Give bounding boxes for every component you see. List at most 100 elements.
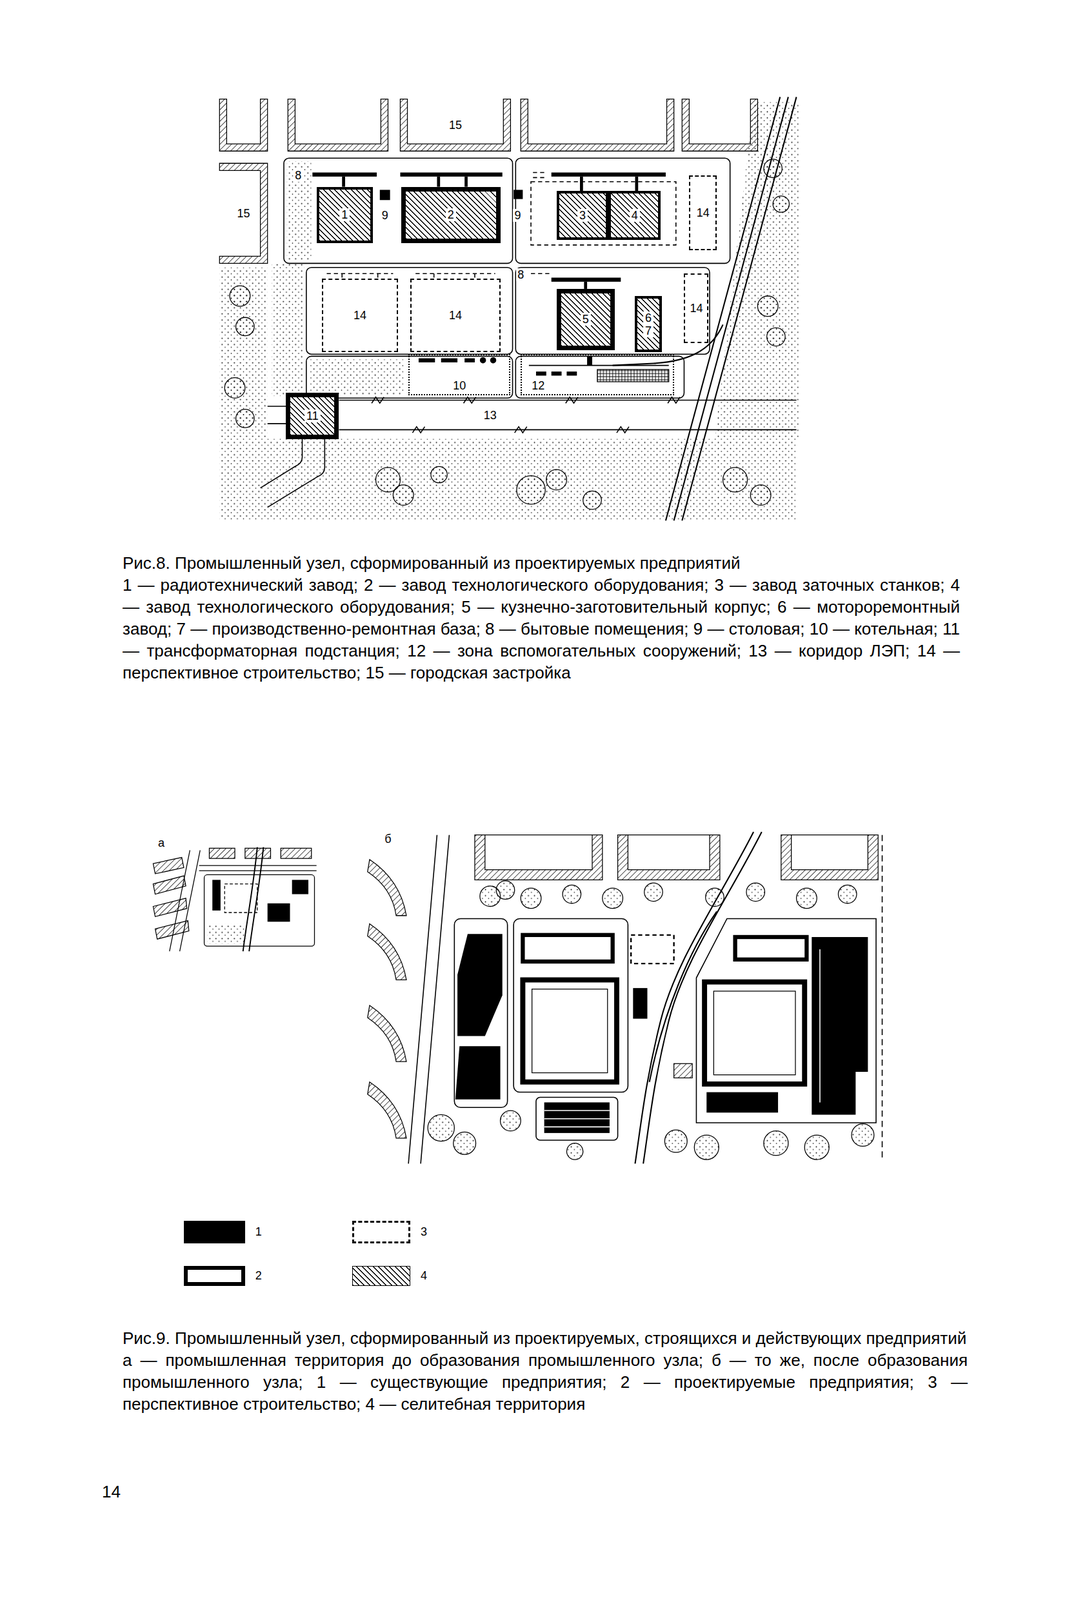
city-block bbox=[219, 99, 758, 264]
callout-number: 3 bbox=[577, 209, 588, 222]
city-block bbox=[399, 99, 511, 152]
plant-building: 4 bbox=[608, 190, 661, 240]
existing-enterprise bbox=[544, 1102, 610, 1133]
site-plan-before bbox=[280, 848, 311, 859]
street-block bbox=[306, 267, 513, 355]
site-plan-before bbox=[245, 848, 271, 859]
site-plan-before bbox=[152, 898, 187, 917]
designed-enterprise bbox=[704, 982, 805, 1085]
tree bbox=[602, 888, 624, 909]
boiler-zone: 10 bbox=[408, 354, 511, 395]
street-block bbox=[454, 918, 877, 1140]
residential-area bbox=[367, 1005, 407, 1062]
building-bar bbox=[583, 281, 588, 290]
site-plan-before bbox=[292, 879, 309, 895]
railway bbox=[634, 832, 762, 1164]
residential-area bbox=[474, 835, 603, 881]
callout-number: 7 bbox=[643, 324, 654, 338]
tree bbox=[427, 1114, 455, 1142]
boiler-equipment bbox=[479, 357, 486, 364]
callout-number: 14 bbox=[687, 301, 705, 315]
callout-number: 8 bbox=[516, 268, 526, 282]
street-block bbox=[515, 158, 730, 264]
road bbox=[267, 439, 326, 508]
building-bar bbox=[312, 172, 377, 177]
tree bbox=[750, 485, 771, 506]
street-block bbox=[283, 158, 731, 399]
power-line-corridor bbox=[412, 427, 425, 433]
industrial-node-plan bbox=[219, 96, 798, 521]
callout-number: 1 bbox=[339, 208, 350, 222]
tree bbox=[224, 159, 789, 510]
residential-area bbox=[367, 835, 878, 1139]
plant-building: 3 bbox=[556, 190, 609, 240]
building-bar bbox=[436, 176, 440, 188]
power-line-corridor bbox=[667, 397, 680, 404]
legend-label: 4 bbox=[420, 1269, 428, 1283]
plant-building: 67 bbox=[634, 296, 662, 353]
figure-key: 1 — радиотехнический завод; 2 — завод те… bbox=[122, 574, 960, 684]
legend-swatch bbox=[183, 1266, 246, 1287]
residential-area bbox=[367, 859, 407, 917]
tree bbox=[804, 1135, 829, 1160]
callout-number: 2 bbox=[445, 208, 457, 222]
greenery bbox=[271, 161, 404, 397]
tree bbox=[392, 485, 414, 506]
building-bar bbox=[634, 176, 639, 191]
tree bbox=[562, 885, 581, 904]
callout-number: 11 bbox=[304, 409, 321, 423]
building-bar bbox=[399, 172, 502, 177]
residential-area bbox=[618, 835, 720, 881]
tree bbox=[546, 469, 568, 491]
existing-enterprise bbox=[457, 934, 503, 1037]
site-plan-before bbox=[267, 903, 291, 922]
power-line-corridor bbox=[338, 429, 797, 431]
railway bbox=[634, 832, 754, 1164]
plant-building: 2 bbox=[401, 187, 501, 244]
site-plan-after bbox=[367, 832, 883, 1164]
road bbox=[267, 406, 286, 424]
railway bbox=[649, 911, 717, 1082]
tree bbox=[496, 881, 515, 900]
greenery bbox=[219, 267, 268, 440]
boiler-equipment bbox=[464, 358, 475, 363]
railway bbox=[612, 96, 797, 521]
dashed-outline bbox=[530, 181, 677, 246]
legend-label: 1 bbox=[255, 1225, 262, 1239]
tree bbox=[664, 1130, 688, 1153]
tree bbox=[796, 888, 818, 909]
tree bbox=[566, 1143, 583, 1160]
legend-swatch bbox=[352, 1221, 411, 1244]
site-plan-before bbox=[169, 850, 200, 952]
power-line-corridor bbox=[565, 397, 579, 404]
designed-enterprise bbox=[522, 979, 617, 1082]
boiler-equipment bbox=[418, 358, 435, 363]
greenery bbox=[714, 101, 799, 439]
building-bar bbox=[379, 189, 391, 200]
power-line-corridor bbox=[514, 427, 528, 433]
site-plan-after bbox=[674, 1063, 693, 1078]
plant-building: 1 bbox=[316, 187, 373, 244]
residential-area bbox=[367, 923, 407, 980]
site-plan-before bbox=[152, 847, 317, 952]
tree bbox=[583, 490, 602, 509]
callout-number: 10 bbox=[450, 379, 468, 393]
city-block: 15 bbox=[399, 99, 511, 152]
city-block: 15 bbox=[219, 163, 268, 264]
tree bbox=[516, 476, 546, 505]
street-block bbox=[696, 918, 877, 1124]
city-block bbox=[520, 99, 674, 152]
designed-enterprise bbox=[522, 935, 807, 1085]
tree bbox=[705, 888, 724, 907]
street-block bbox=[515, 267, 710, 355]
tree bbox=[224, 378, 246, 399]
boiler-equipment bbox=[441, 358, 458, 363]
panel-letter: а bbox=[156, 836, 166, 850]
dashed-outline bbox=[415, 273, 495, 279]
building-bar bbox=[312, 172, 666, 289]
boundary bbox=[881, 835, 884, 1160]
future-site: 14 bbox=[321, 278, 399, 353]
city-block bbox=[287, 99, 388, 152]
auxiliary-structures bbox=[597, 369, 669, 382]
